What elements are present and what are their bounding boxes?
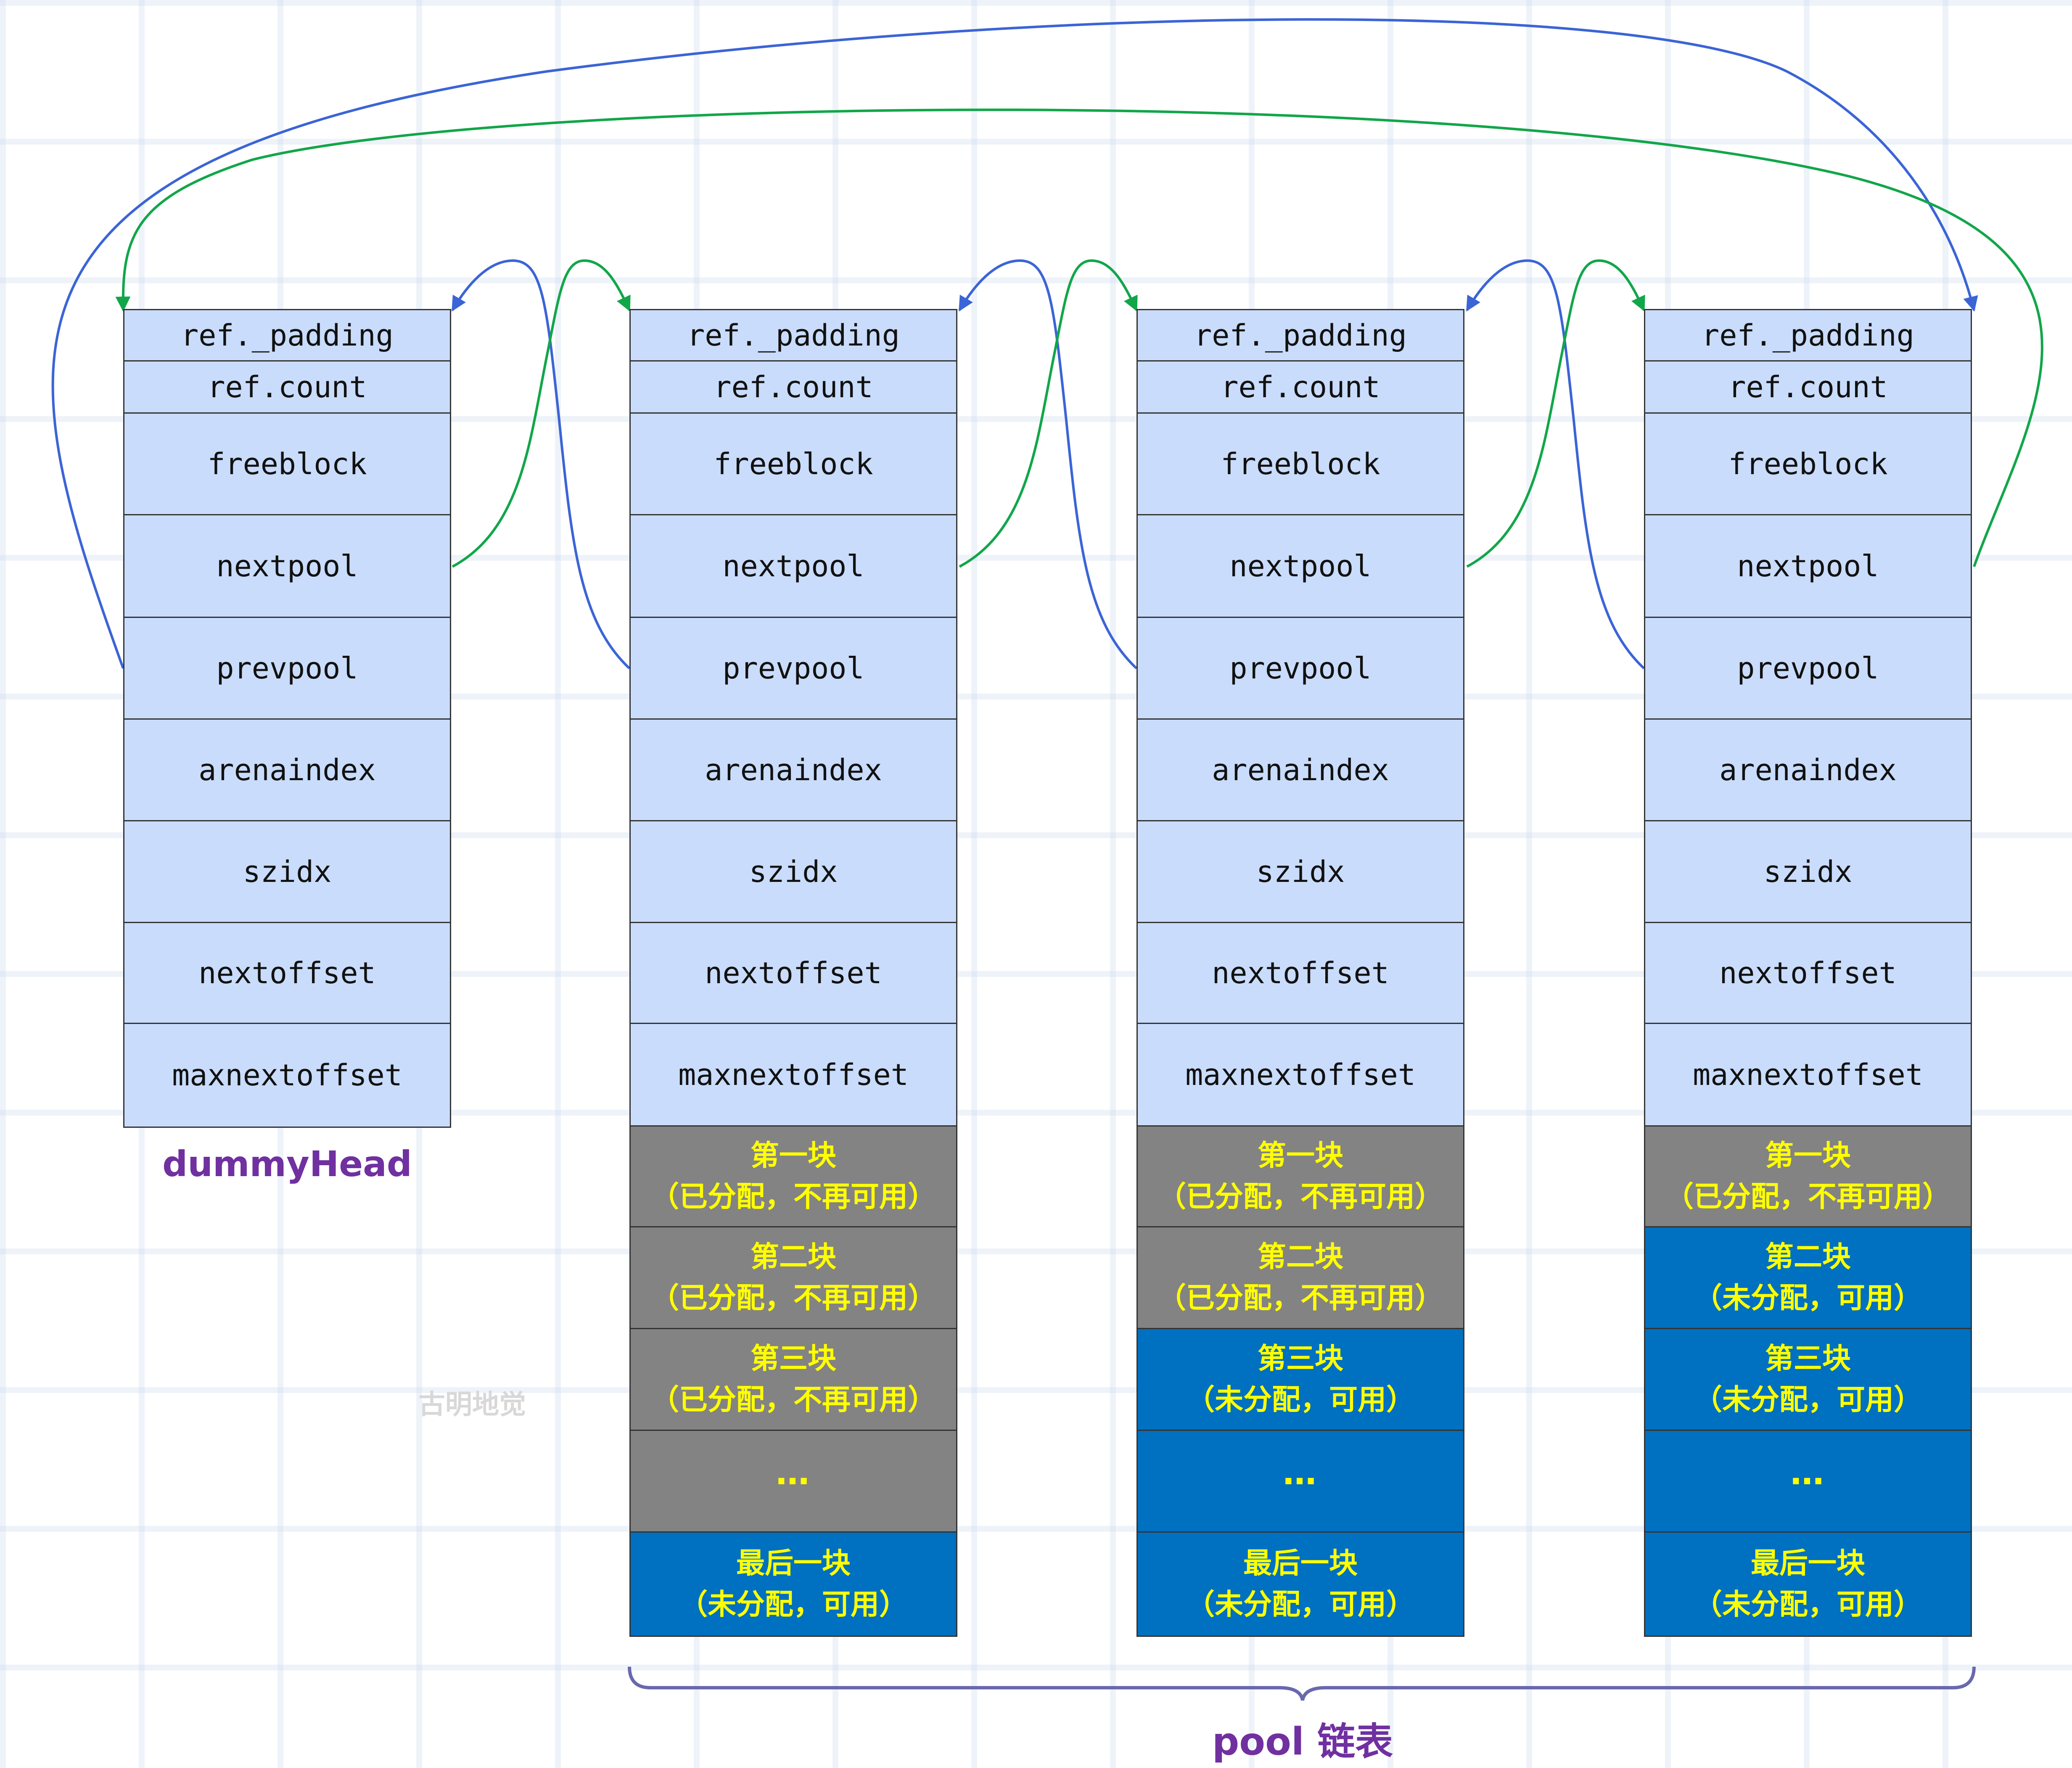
memory-block: 第一块 （已分配，不再可用） xyxy=(631,1127,956,1227)
memory-block: 第三块 （未分配，可用） xyxy=(1645,1329,1971,1431)
field-arenaindex: arenaindex xyxy=(124,720,450,821)
field-arenaindex: arenaindex xyxy=(1138,720,1463,821)
dummy-head-label: dummyHead xyxy=(162,1143,412,1185)
last-nextpool-to-dummy-link xyxy=(115,108,2043,567)
block-status: （未分配，可用） xyxy=(1186,1383,1415,1417)
field-maxnextoffset: maxnextoffset xyxy=(1645,1024,1971,1127)
dummy-prevpool-to-last-pool-link xyxy=(51,18,1978,669)
field-refpadding: ref._padding xyxy=(1645,310,1971,362)
block-title: 最后一块 xyxy=(736,1546,851,1580)
field-nextoffset: nextoffset xyxy=(1645,923,1971,1024)
block-title: 第三块 xyxy=(1257,1342,1343,1375)
field-nextpool: nextpool xyxy=(631,515,956,618)
field-maxnextoffset: maxnextoffset xyxy=(124,1024,450,1127)
field-arenaindex: arenaindex xyxy=(631,720,956,821)
field-prevpool: prevpool xyxy=(1138,618,1463,720)
memory-block: 最后一块 （未分配，可用） xyxy=(1138,1533,1463,1636)
field-nextpool: nextpool xyxy=(1138,515,1463,618)
block-status: （未分配，可用） xyxy=(1693,1281,1922,1315)
block-title: 第三块 xyxy=(750,1342,836,1375)
block-title: 第二块 xyxy=(750,1240,836,1274)
field-refpadding: ref._padding xyxy=(124,310,450,362)
pool3-prevpool-to-pool2-link xyxy=(1466,259,1645,670)
block-status: （未分配，可用） xyxy=(1693,1588,1922,1621)
pool2-prevpool-to-pool1-link xyxy=(958,259,1138,670)
field-refpadding: ref._padding xyxy=(1138,310,1463,362)
block-title: … xyxy=(1283,1453,1318,1492)
memory-block: … xyxy=(631,1431,956,1533)
field-nextoffset: nextoffset xyxy=(1138,923,1463,1024)
memory-block: 第二块 （未分配，可用） xyxy=(1645,1227,1971,1329)
block-status: （已分配，不再可用） xyxy=(1665,1180,1951,1214)
block-status: （已分配，不再可用） xyxy=(650,1383,936,1417)
block-status: （未分配，可用） xyxy=(1693,1383,1922,1417)
memory-block: 最后一块 （未分配，可用） xyxy=(1645,1533,1971,1636)
memory-block: 第三块 （未分配，可用） xyxy=(1138,1329,1463,1431)
block-status: （未分配，可用） xyxy=(1186,1588,1415,1621)
field-prevpool: prevpool xyxy=(1645,618,1971,720)
block-title: 第一块 xyxy=(1765,1139,1851,1172)
field-arenaindex: arenaindex xyxy=(1645,720,1971,821)
field-maxnextoffset: maxnextoffset xyxy=(631,1024,956,1127)
dummy-nextpool-to-pool1-link xyxy=(452,259,631,568)
field-szidx: szidx xyxy=(1138,821,1463,923)
field-maxnextoffset: maxnextoffset xyxy=(1138,1024,1463,1127)
block-status: （已分配，不再可用） xyxy=(650,1281,936,1315)
field-refcount: ref.count xyxy=(1138,362,1463,414)
memory-block: … xyxy=(1138,1431,1463,1533)
field-freeblock: freeblock xyxy=(1645,414,1971,515)
memory-block: 第三块 （已分配，不再可用） xyxy=(631,1329,956,1431)
field-refcount: ref.count xyxy=(1645,362,1971,414)
field-nextoffset: nextoffset xyxy=(631,923,956,1024)
field-nextpool: nextpool xyxy=(124,515,450,618)
block-title: … xyxy=(776,1453,811,1492)
watermark: 古明地觉 xyxy=(418,1389,526,1420)
block-title: … xyxy=(1790,1453,1826,1492)
block-status: （已分配，不再可用） xyxy=(1157,1281,1443,1315)
pool1-nextpool-to-pool2-link xyxy=(959,259,1138,568)
block-status: （未分配，可用） xyxy=(679,1588,908,1621)
field-refpadding: ref._padding xyxy=(631,310,956,362)
block-status: （已分配，不再可用） xyxy=(1157,1180,1443,1214)
field-freeblock: freeblock xyxy=(631,414,956,515)
block-title: 第三块 xyxy=(1765,1342,1851,1375)
pool-list-label: pool 链表 xyxy=(1212,1720,1393,1764)
block-title: 第二块 xyxy=(1257,1240,1343,1274)
block-status: （已分配，不再可用） xyxy=(650,1180,936,1214)
pool1-prevpool-to-dummy-link xyxy=(451,259,631,670)
memory-block: 第二块 （已分配，不再可用） xyxy=(631,1227,956,1329)
field-szidx: szidx xyxy=(1645,821,1971,923)
field-freeblock: freeblock xyxy=(1138,414,1463,515)
field-prevpool: prevpool xyxy=(124,618,450,720)
field-refcount: ref.count xyxy=(124,362,450,414)
block-title: 第一块 xyxy=(1257,1139,1343,1172)
field-szidx: szidx xyxy=(124,821,450,923)
memory-block: 第一块 （已分配，不再可用） xyxy=(1645,1127,1971,1227)
memory-block: 最后一块 （未分配，可用） xyxy=(631,1533,956,1636)
field-nextpool: nextpool xyxy=(1645,515,1971,618)
field-szidx: szidx xyxy=(631,821,956,923)
memory-block: 第二块 （已分配，不再可用） xyxy=(1138,1227,1463,1329)
pool-list-brace xyxy=(628,1666,1976,1701)
field-freeblock: freeblock xyxy=(124,414,450,515)
memory-block: 第一块 （已分配，不再可用） xyxy=(1138,1127,1463,1227)
block-title: 最后一块 xyxy=(1750,1546,1865,1580)
field-refcount: ref.count xyxy=(631,362,956,414)
block-title: 第二块 xyxy=(1765,1240,1851,1274)
pool2-nextpool-to-pool3-link xyxy=(1466,259,1645,568)
block-title: 第一块 xyxy=(750,1139,836,1172)
field-prevpool: prevpool xyxy=(631,618,956,720)
block-title: 最后一块 xyxy=(1243,1546,1358,1580)
field-nextoffset: nextoffset xyxy=(124,923,450,1024)
memory-block: … xyxy=(1645,1431,1971,1533)
